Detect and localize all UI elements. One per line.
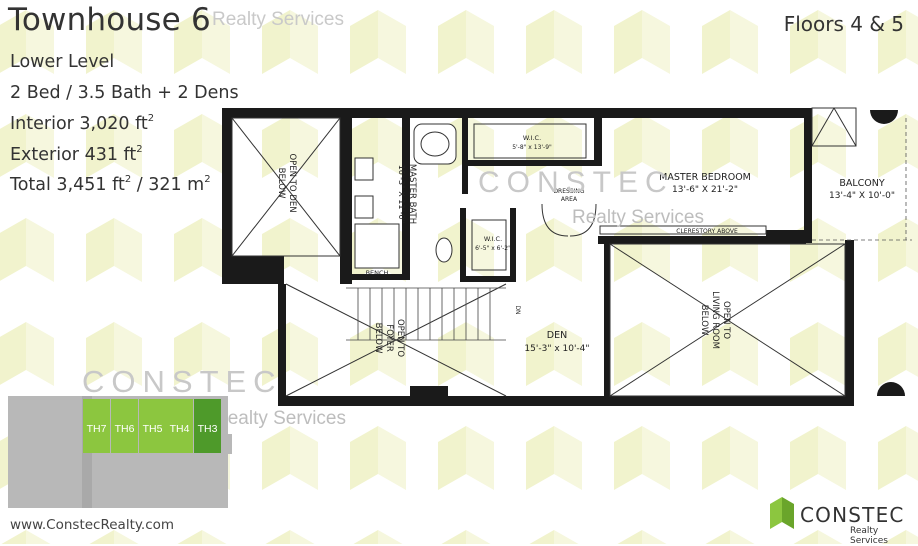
label-dressing-area: AREA	[561, 196, 578, 203]
keyplan-label-th6: TH6	[114, 423, 135, 435]
svg-text:BELOW: BELOW	[699, 305, 709, 336]
keyplan-unit-th7	[83, 399, 110, 453]
watermark-realty-low: Realty Services	[214, 408, 346, 429]
keyplan-label-th4: TH4	[169, 423, 190, 435]
label-bench: BENCH	[366, 269, 389, 277]
label-master-bath: MASTER BATH 16'-3" X 11'-0"	[397, 164, 417, 224]
svg-text:LIVING ROOM: LIVING ROOM	[710, 291, 720, 349]
svg-text:FOYER: FOYER	[384, 324, 394, 352]
keyplan-unit-th5	[139, 399, 166, 453]
logo-subtitle: Realty Services	[850, 526, 888, 546]
label-clerestory: CLERESTORY ABOVE	[676, 228, 738, 235]
spec-level: Lower Level	[10, 52, 115, 72]
keyplan-unit-th3	[194, 399, 221, 453]
svg-text:16'-3" X 11'-0": 16'-3" X 11'-0"	[397, 165, 406, 224]
label-open-den: OPEN TO DEN BELOW	[276, 153, 297, 212]
label-balcony-dims: 13'-4" X 10'-0"	[829, 191, 895, 201]
svg-text:MASTER BATH: MASTER BATH	[407, 164, 417, 224]
spec-beds-baths: 2 Bed / 3.5 Bath + 2 Dens	[10, 83, 239, 103]
spec-total: Total 3,451 ft2 / 321 m2	[10, 174, 211, 195]
keyplan-unit-th6	[111, 399, 138, 453]
label-dressing: DRESSING	[553, 188, 584, 195]
constec-logo-icon	[770, 497, 794, 529]
label-den: DEN	[547, 330, 567, 341]
label-master-bedroom-dims: 13'-6" X 21'-2"	[672, 185, 738, 195]
label-open-living: OPEN TO LIVING ROOM BELOW	[699, 291, 731, 349]
label-open-foyer: OPEN TO FOYER BELOW	[373, 319, 405, 357]
spec-exterior: Exterior 431 ft2	[10, 144, 143, 165]
svg-text:OPEN TO DEN: OPEN TO DEN	[287, 153, 297, 212]
svg-text:OPEN TO: OPEN TO	[721, 301, 731, 339]
keyplan-label-th7: TH7	[86, 423, 107, 435]
floors-label: Floors 4 & 5	[783, 12, 904, 36]
svg-text:BELOW: BELOW	[373, 323, 383, 354]
keyplan-unit-th4	[166, 399, 193, 453]
page-title: Townhouse 6	[8, 2, 211, 38]
watermark-constec-low: CONSTEC	[82, 364, 283, 399]
label-stair-down: DN	[514, 305, 521, 314]
watermark-constec-mid: CONSTEC	[478, 166, 674, 199]
label-den-dims: 15'-3" x 10'-4"	[524, 344, 589, 354]
label-master-bedroom: MASTER BEDROOM	[659, 172, 751, 183]
watermark-realty-top: Realty Services	[212, 9, 344, 30]
label-wic-small: W.I.C.	[484, 235, 502, 243]
keyplan-label-th5: TH5	[142, 423, 163, 435]
label-wic-small-dims: 6'-5" x 6'-2"	[475, 245, 511, 252]
label-wic-top-dims: 5'-8" x 13'-9"	[512, 144, 552, 151]
logo-name: CONSTEC	[800, 503, 905, 527]
keyplan-label-th3: TH3	[197, 423, 218, 435]
svg-text:OPEN TO: OPEN TO	[395, 319, 405, 357]
svg-text:BELOW: BELOW	[276, 168, 286, 199]
spec-interior: Interior 3,020 ft2	[10, 113, 155, 134]
label-balcony: BALCONY	[839, 178, 885, 189]
watermark-realty-mid: Realty Services	[572, 207, 704, 228]
label-wic-top: W.I.C.	[523, 134, 541, 142]
website-url[interactable]: www.ConstecRealty.com	[10, 517, 175, 533]
